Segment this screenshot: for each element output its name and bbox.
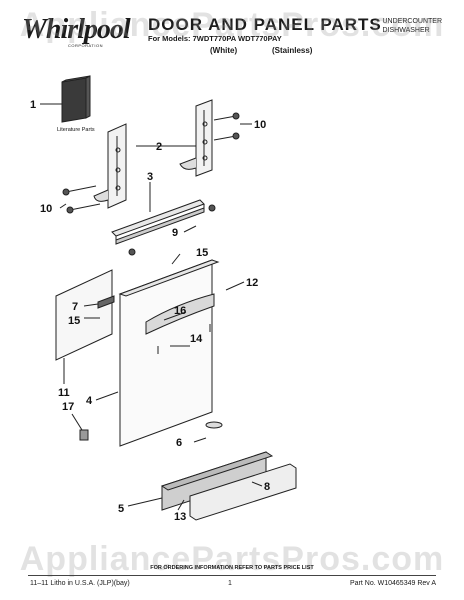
callout-15-top: 15 — [196, 247, 208, 259]
screw-left-bar — [128, 248, 136, 256]
callout-14: 14 — [190, 333, 203, 345]
callout-17: 17 — [62, 401, 74, 413]
callout-2: 2 — [156, 141, 162, 153]
appliance-type-line2: DISHWASHER — [382, 27, 430, 34]
callout-6: 6 — [176, 437, 182, 449]
small-part-17 — [79, 429, 89, 441]
appliance-type-line1: UNDERCOUNTER — [382, 18, 443, 25]
variant-stainless: (Stainless) — [272, 46, 313, 55]
literature-booklet — [61, 75, 91, 123]
callout-12: 12 — [246, 277, 258, 289]
page-number: 1 — [228, 580, 232, 587]
left-hinge-bracket — [93, 123, 127, 209]
callout-13: 13 — [174, 511, 186, 523]
callout-10-right: 10 — [254, 119, 266, 131]
callout-1: 1 — [30, 99, 36, 111]
callout-11: 11 — [58, 387, 70, 399]
hinge-screws-left — [62, 185, 101, 214]
door-outer-panel — [118, 259, 220, 447]
callout-4: 4 — [86, 395, 93, 407]
callout-15-left: 15 — [68, 315, 80, 327]
callout-3: 3 — [147, 171, 153, 183]
door-top-bar — [111, 199, 205, 245]
variant-white: (White) — [210, 46, 238, 55]
screw-right-bar — [208, 204, 216, 212]
brand-subtitle: CORPORATION — [68, 43, 103, 48]
appliance-type: UNDERCOUNTER DISHWASHER — [383, 17, 443, 35]
toe-kick-insulation — [160, 451, 274, 511]
callout-7: 7 — [72, 301, 78, 313]
inner-panel — [55, 269, 113, 361]
callout-5: 5 — [118, 503, 124, 515]
footer-divider — [28, 575, 436, 576]
toe-kick-panel — [189, 463, 297, 521]
part-number: Part No. W10465349 Rev A — [350, 580, 436, 587]
model-numbers: For Models: 7WDT770PA WDT770PAY — [148, 34, 282, 43]
hinge-screws-right — [213, 112, 240, 141]
control-pad — [97, 295, 115, 309]
callout-16: 16 — [174, 305, 186, 317]
callout-8: 8 — [264, 481, 270, 493]
brand-logo: Whirlpool — [22, 14, 131, 45]
logo-badge — [205, 421, 223, 429]
callout-10-left: 10 — [40, 203, 52, 215]
literature-label: Literature Parts — [57, 127, 95, 133]
right-hinge-bracket — [179, 99, 213, 177]
print-info: 11–11 Litho in U.S.A. (JLP)(bay) — [30, 580, 130, 587]
page-title: DOOR AND PANEL PARTS — [148, 15, 382, 34]
ordering-note: FOR ORDERING INFORMATION REFER TO PARTS … — [150, 565, 314, 571]
page-header: Whirlpool CORPORATION DOOR AND PANEL PAR… — [0, 0, 464, 70]
callout-9: 9 — [172, 227, 178, 239]
